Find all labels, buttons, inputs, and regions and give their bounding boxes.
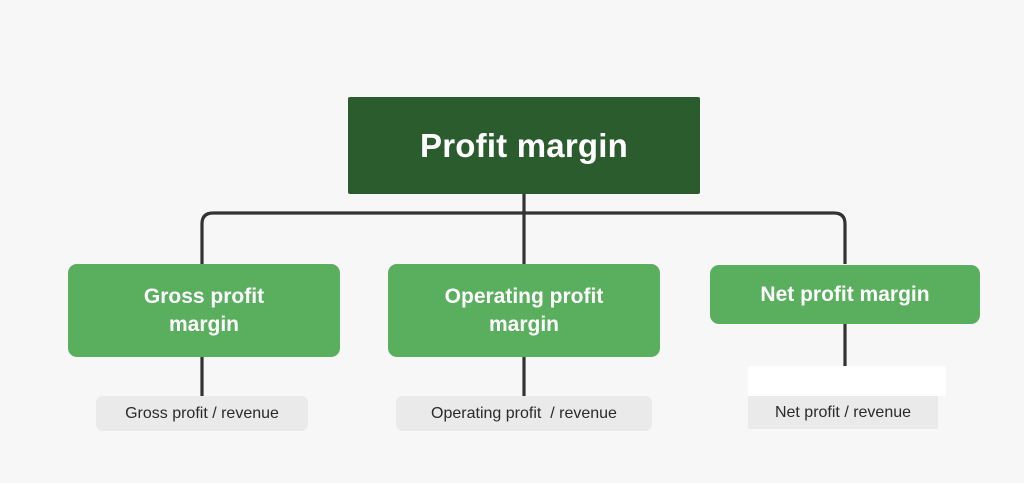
node-profit-margin[interactable]: Profit margin [348, 97, 700, 194]
node-label-root: Profit margin [420, 126, 628, 164]
node-operating-profit-margin[interactable]: Operating profit margin [388, 264, 660, 357]
formula-net-profit-margin[interactable]: Net profit / revenue [748, 396, 938, 429]
formula-operating-profit-margin[interactable]: Operating profit / revenue [396, 396, 652, 431]
node-label-operating-profit-margin: Operating profit margin [444, 284, 604, 336]
node-gross-profit-margin[interactable]: Gross profit margin [68, 264, 340, 357]
formula-label-gross-profit-margin: Gross profit / revenue [125, 404, 279, 422]
net-profit-white-panel [748, 366, 946, 396]
formula-label-operating-profit-margin: Operating profit / revenue [431, 404, 617, 422]
node-net-profit-margin[interactable]: Net profit margin [710, 265, 980, 324]
formula-gross-profit-margin[interactable]: Gross profit / revenue [96, 396, 308, 431]
formula-label-net-profit-margin: Net profit / revenue [774, 403, 912, 421]
node-label-gross-profit-margin: Gross profit margin [143, 284, 265, 336]
node-label-net-profit-margin: Net profit margin [760, 282, 930, 306]
